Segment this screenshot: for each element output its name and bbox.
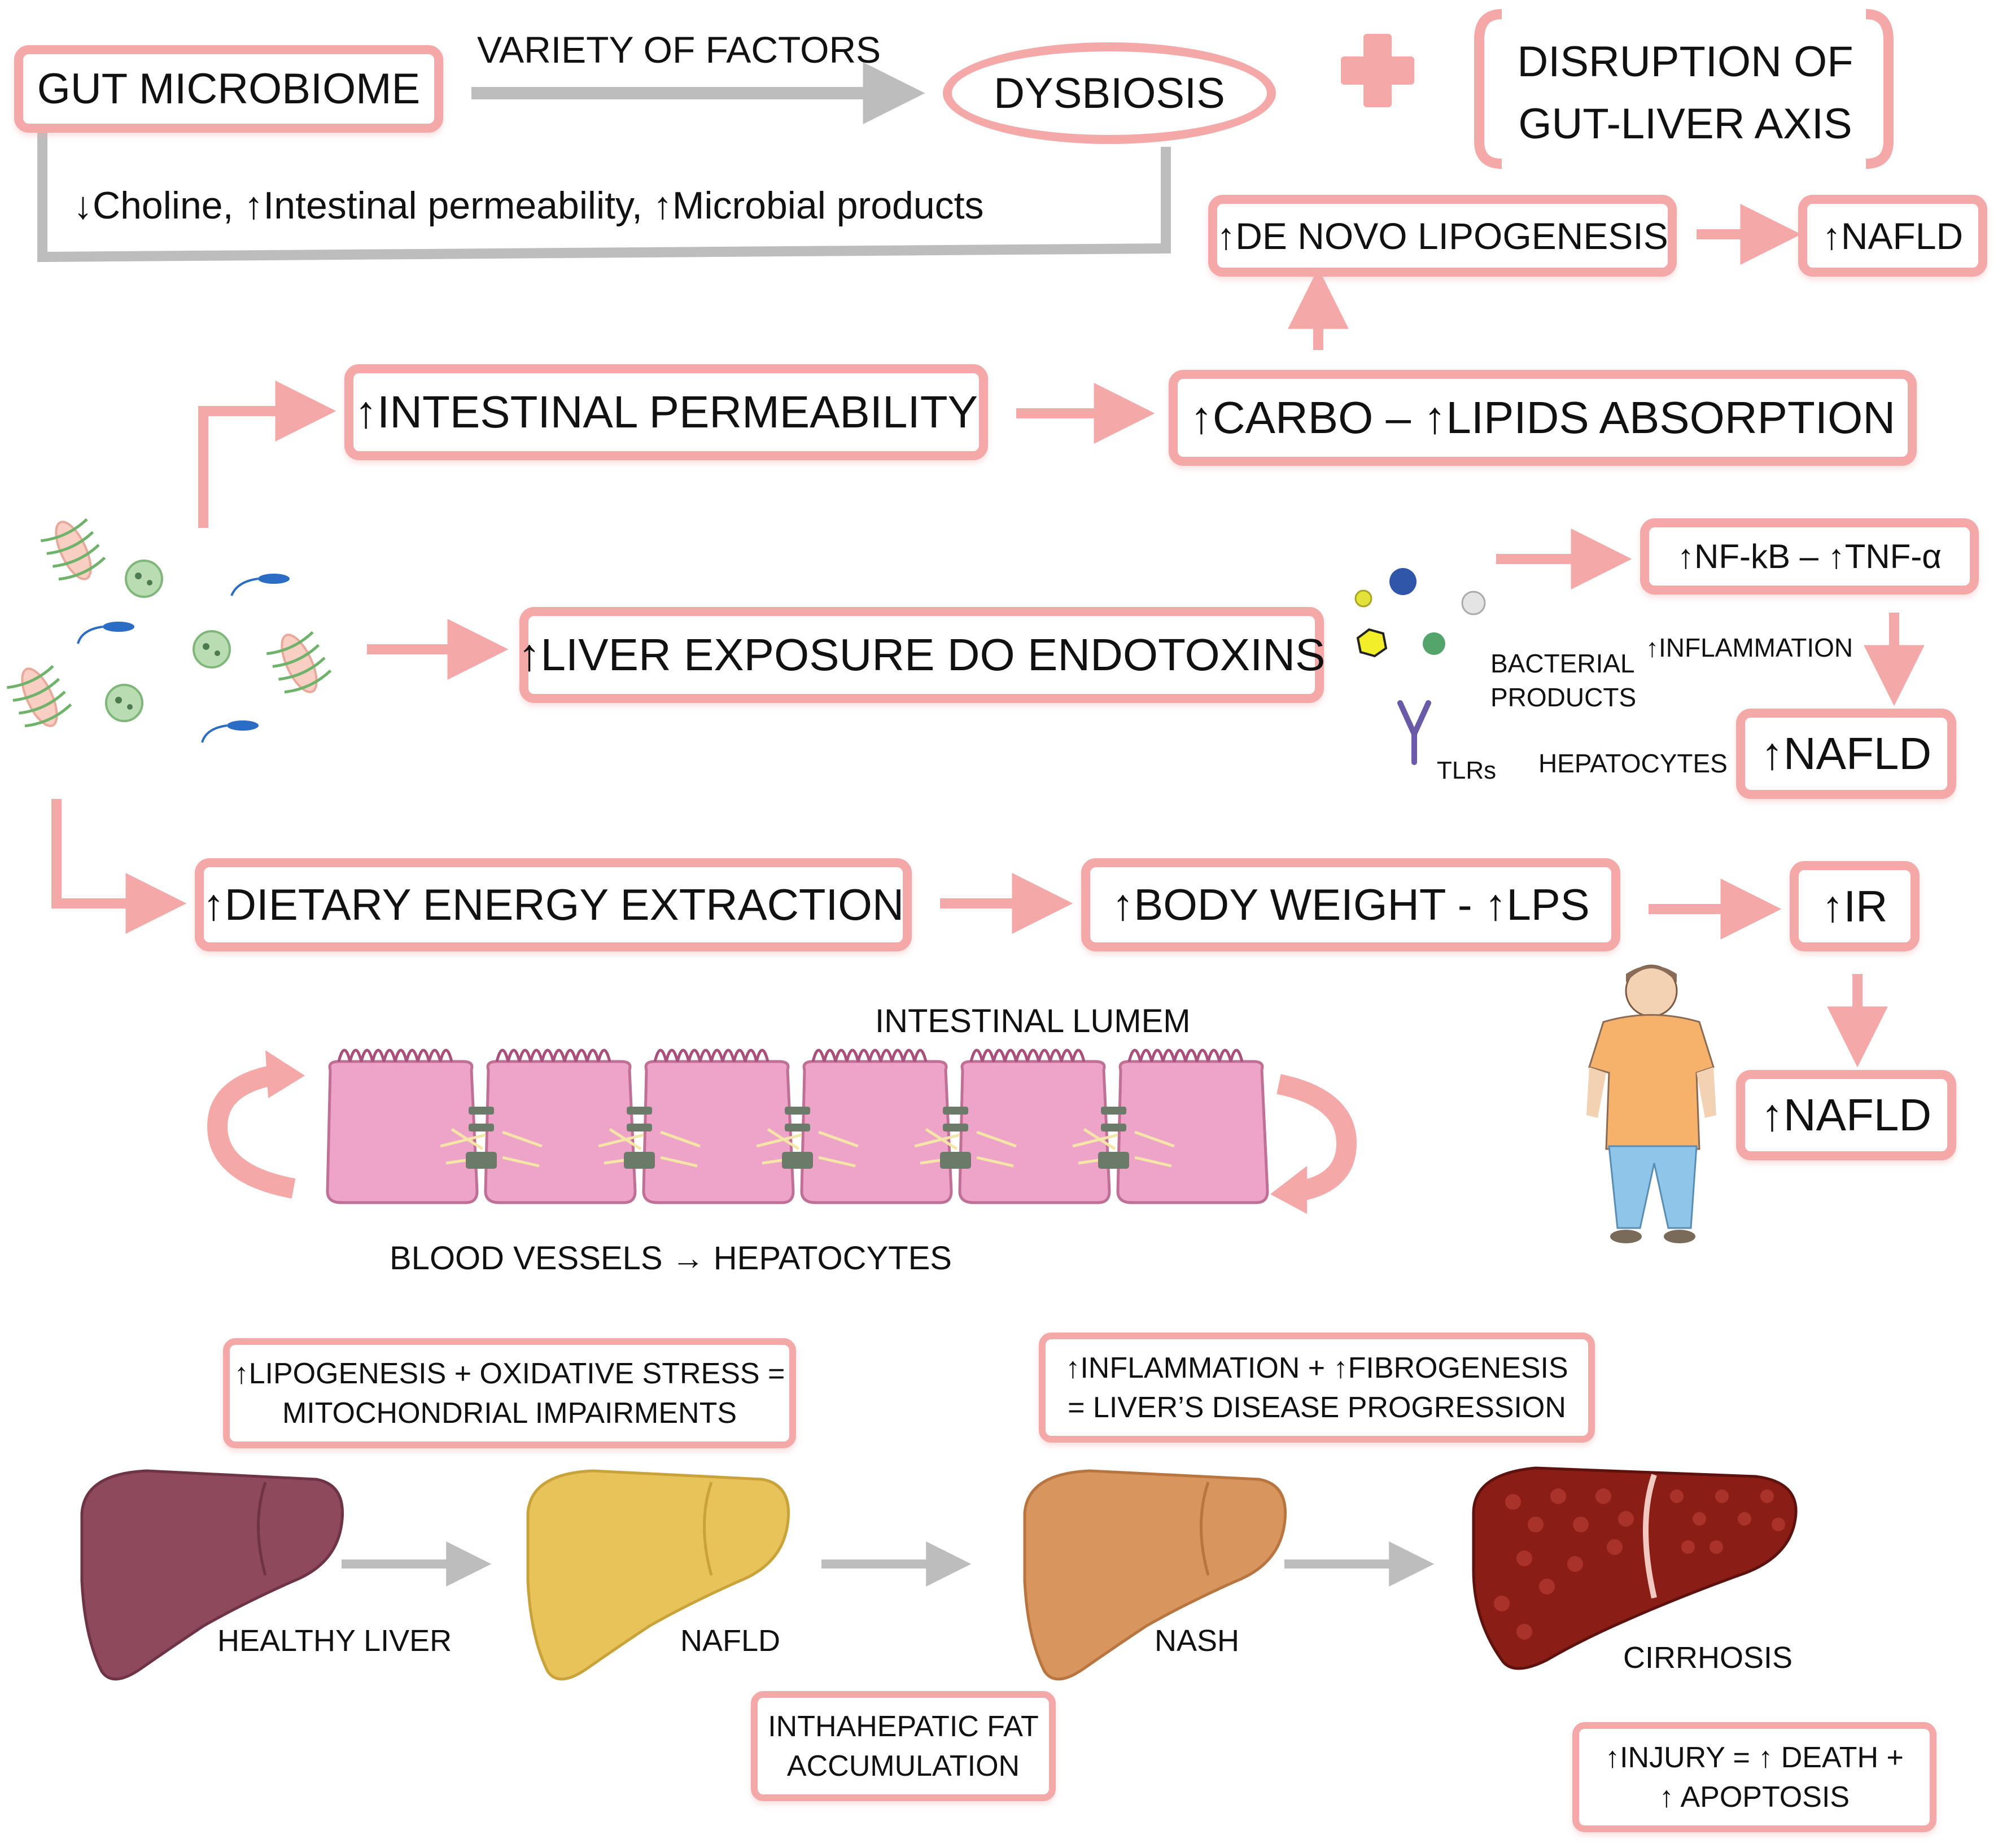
de-novo-lipogenesis-label: ↑DE NOVO LIPOGENESIS: [1217, 215, 1668, 257]
nash-liver-label: NASH: [1155, 1624, 1240, 1658]
liver-exposure-label: ↑LIVER EXPOSURE DO ENDOTOXINS: [518, 630, 1326, 680]
disease-progression-note-box: ↑INFLAMMATION + ↑FIBROGENESIS = LIVER’S …: [1039, 1333, 1595, 1443]
healthy-liver-illustration: [80, 1469, 344, 1681]
nafld-label-middle: ↑NAFLD: [1760, 728, 1932, 779]
disruption-line1: DISRUPTION OF: [1517, 38, 1853, 86]
fat-line2: ACCUMULATION: [786, 1749, 1020, 1783]
injury-line2: ↑ APOPTOSIS: [1659, 1780, 1850, 1814]
mitochondrial-line1: ↑LIPOGENESIS + OXIDATIVE STRESS =: [234, 1357, 785, 1390]
nafld-box-middle: ↑NAFLD: [1736, 709, 1956, 799]
mitochondrial-note-box: ↑LIPOGENESIS + OXIDATIVE STRESS = MITOCH…: [223, 1338, 796, 1448]
healthy-liver-label: HEALTHY LIVER: [217, 1624, 452, 1658]
nash-liver-illustration: [1023, 1469, 1287, 1681]
carbo-lipids-box: ↑CARBO – ↑LIPIDS ABSORPTION: [1169, 370, 1917, 466]
curved-arrow-right-head: [1270, 1166, 1307, 1214]
curved-arrow-left: [207, 1065, 296, 1199]
intestinal-lumen-label: INTESTINAL LUMEM: [875, 1003, 1191, 1039]
tlr-receptor-icon: [1397, 700, 1431, 765]
nafld-liver-illustration: [526, 1469, 790, 1681]
hepatocytes-label: HEPATOCYTES: [1538, 749, 1728, 778]
curved-arrow-right: [1276, 1074, 1357, 1202]
nfkb-tnf-box: ↑NF-kB – ↑TNF-α: [1640, 518, 1979, 595]
nafld-box-bottom: ↑NAFLD: [1736, 1070, 1956, 1160]
body-weight-label: ↑BODY WEIGHT - ↑LPS: [1112, 880, 1590, 929]
injury-line1: ↑INJURY = ↑ DEATH +: [1605, 1741, 1904, 1774]
gut-microbiome-box: GUT MICROBIOME: [14, 45, 443, 133]
dysbiosis-ellipse: DYSBIOSIS: [943, 42, 1276, 144]
de-novo-lipogenesis-box: ↑DE NOVO LIPOGENESIS: [1208, 195, 1677, 277]
dietary-energy-label: ↑DIETARY ENERGY EXTRACTION: [202, 880, 904, 929]
gut-microbiome-label: GUT MICROBIOME: [37, 65, 421, 113]
person-illustration: [1586, 964, 1716, 1243]
dietary-energy-box: ↑DIETARY ENERGY EXTRACTION: [195, 858, 912, 951]
disruption-line2: GUT-LIVER AXIS: [1518, 100, 1852, 148]
cirrhosis-liver-illustration: [1472, 1466, 1798, 1670]
progression-line1: ↑INFLAMMATION + ↑FIBROGENESIS: [1065, 1351, 1568, 1384]
fat-accumulation-box: INTHAHEPATIC FAT ACCUMULATION: [751, 1691, 1056, 1801]
liver-exposure-box: ↑LIVER EXPOSURE DO ENDOTOXINS: [518, 607, 1326, 703]
intestinal-permeability-box: ↑INTESTINAL PERMEABILITY: [344, 364, 988, 460]
arrow-to-permeability: [198, 381, 336, 528]
fat-line1: INTHAHEPATIC FAT: [768, 1710, 1039, 1743]
right-brace: [1865, 9, 1894, 169]
ir-label: ↑IR: [1821, 881, 1888, 931]
mitochondrial-line2: MITOCHONDRIAL IMPAIRMENTS: [282, 1396, 737, 1430]
bacterial-products-icon: [1354, 568, 1486, 658]
variety-of-factors-label: VARIETY OF FACTORS: [477, 29, 881, 71]
progression-line2: = LIVER’S DISEASE PROGRESSION: [1068, 1391, 1566, 1424]
microbiome-effects: ↓Choline, ↑Intestinal permeability, ↑Mic…: [73, 184, 984, 227]
nfkb-tnf-label: ↑NF-kB – ↑TNF-α: [1677, 538, 1942, 575]
intestine-epithelium-illustration: [326, 1048, 1269, 1204]
ir-box: ↑IR: [1790, 861, 1920, 951]
plus-icon: [1341, 34, 1414, 107]
nafld-label-top: ↑NAFLD: [1822, 215, 1964, 257]
blood-vessels-label: BLOOD VESSELS → HEPATOCYTES: [390, 1240, 952, 1277]
intestinal-permeability-label: ↑INTESTINAL PERMEABILITY: [355, 387, 978, 437]
disruption-label: DISRUPTION OF GUT-LIVER AXIS: [1502, 31, 1869, 155]
tlrs-label: TLRs: [1437, 757, 1497, 784]
bacterial-products-label: BACTERIAL PRODUCTS: [1490, 646, 1636, 714]
carbo-lipids-label: ↑CARBO – ↑LIPIDS ABSORPTION: [1190, 392, 1896, 443]
inflammation-label: ↑INFLAMMATION: [1646, 633, 1853, 662]
effects-bracket: [37, 133, 1171, 263]
nafld-liver-label: NAFLD: [680, 1624, 781, 1658]
nafld-label-bottom: ↑NAFLD: [1760, 1090, 1932, 1140]
body-weight-box: ↑BODY WEIGHT - ↑LPS: [1081, 858, 1620, 951]
dysbiosis-label: DYSBIOSIS: [994, 69, 1225, 117]
cirrhosis-liver-label: CIRRHOSIS: [1623, 1641, 1793, 1675]
bacterial-line1: BACTERIAL: [1490, 649, 1635, 678]
nafld-box-top: ↑NAFLD: [1798, 195, 1987, 277]
arrow-to-dietary: [51, 799, 187, 934]
bacteria-cluster-icon: [7, 518, 332, 743]
bacterial-line2: PRODUCTS: [1490, 683, 1637, 712]
curved-arrow-left-head: [265, 1050, 305, 1098]
injury-apoptosis-box: ↑INJURY = ↑ DEATH + ↑ APOPTOSIS: [1572, 1722, 1936, 1832]
left-brace: [1474, 9, 1502, 169]
